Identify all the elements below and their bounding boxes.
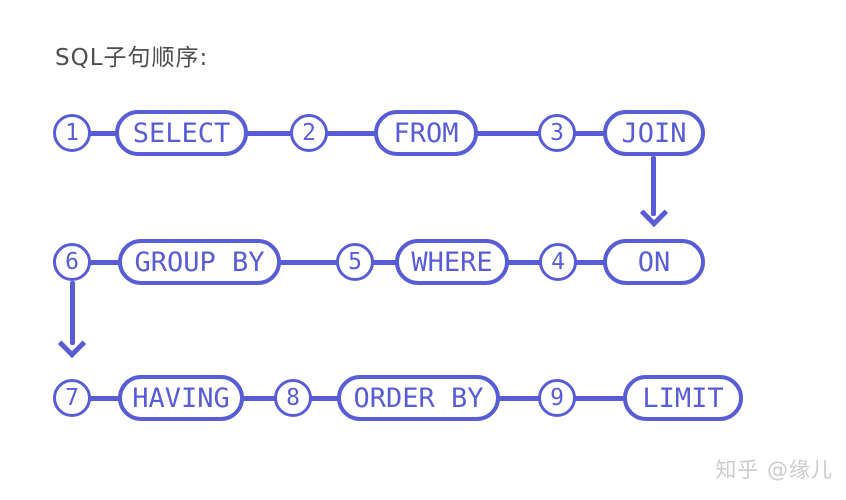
step-circle-9: 9: [538, 379, 576, 417]
connector-line: [574, 130, 605, 136]
watermark-text: 知乎 @缘儿: [715, 458, 833, 482]
connector-line: [88, 395, 120, 401]
clause-pill-limit: LIMIT: [623, 375, 743, 421]
connector-line: [507, 259, 541, 265]
connector-line: [326, 130, 377, 136]
connector-line: [575, 259, 605, 265]
connector-line: [476, 130, 540, 136]
connector-line: [88, 259, 120, 265]
clause-pill-order-by: ORDER BY: [337, 375, 500, 421]
connector-line: [372, 259, 397, 265]
step-circle-7: 7: [53, 379, 91, 417]
connector-line: [246, 130, 292, 136]
clause-pill-from: FROM: [374, 110, 478, 156]
clause-pill-select: SELECT: [115, 110, 248, 156]
step-circle-4: 4: [539, 243, 577, 281]
clause-pill-having: HAVING: [118, 375, 244, 421]
arrow-stem: [70, 281, 75, 345]
clause-pill-on: ON: [603, 239, 705, 285]
step-circle-3: 3: [538, 114, 576, 152]
connector-line: [88, 130, 118, 136]
clause-pill-where: WHERE: [395, 239, 509, 285]
connector-line: [498, 395, 540, 401]
arrow-head-icon: [639, 198, 669, 228]
connector-line: [310, 395, 339, 401]
arrow-head-icon: [57, 329, 87, 359]
step-circle-8: 8: [274, 379, 312, 417]
arrow-stem: [651, 156, 656, 216]
step-circle-1: 1: [53, 114, 91, 152]
step-circle-5: 5: [336, 243, 374, 281]
step-circle-6: 6: [53, 243, 91, 281]
connector-line: [574, 395, 625, 401]
clause-pill-join: JOIN: [603, 110, 705, 156]
connector-line: [279, 259, 338, 265]
step-circle-2: 2: [290, 114, 328, 152]
page-title: SQL子句顺序:: [55, 45, 209, 71]
clause-pill-group-by: GROUP BY: [118, 239, 281, 285]
connector-line: [242, 395, 276, 401]
